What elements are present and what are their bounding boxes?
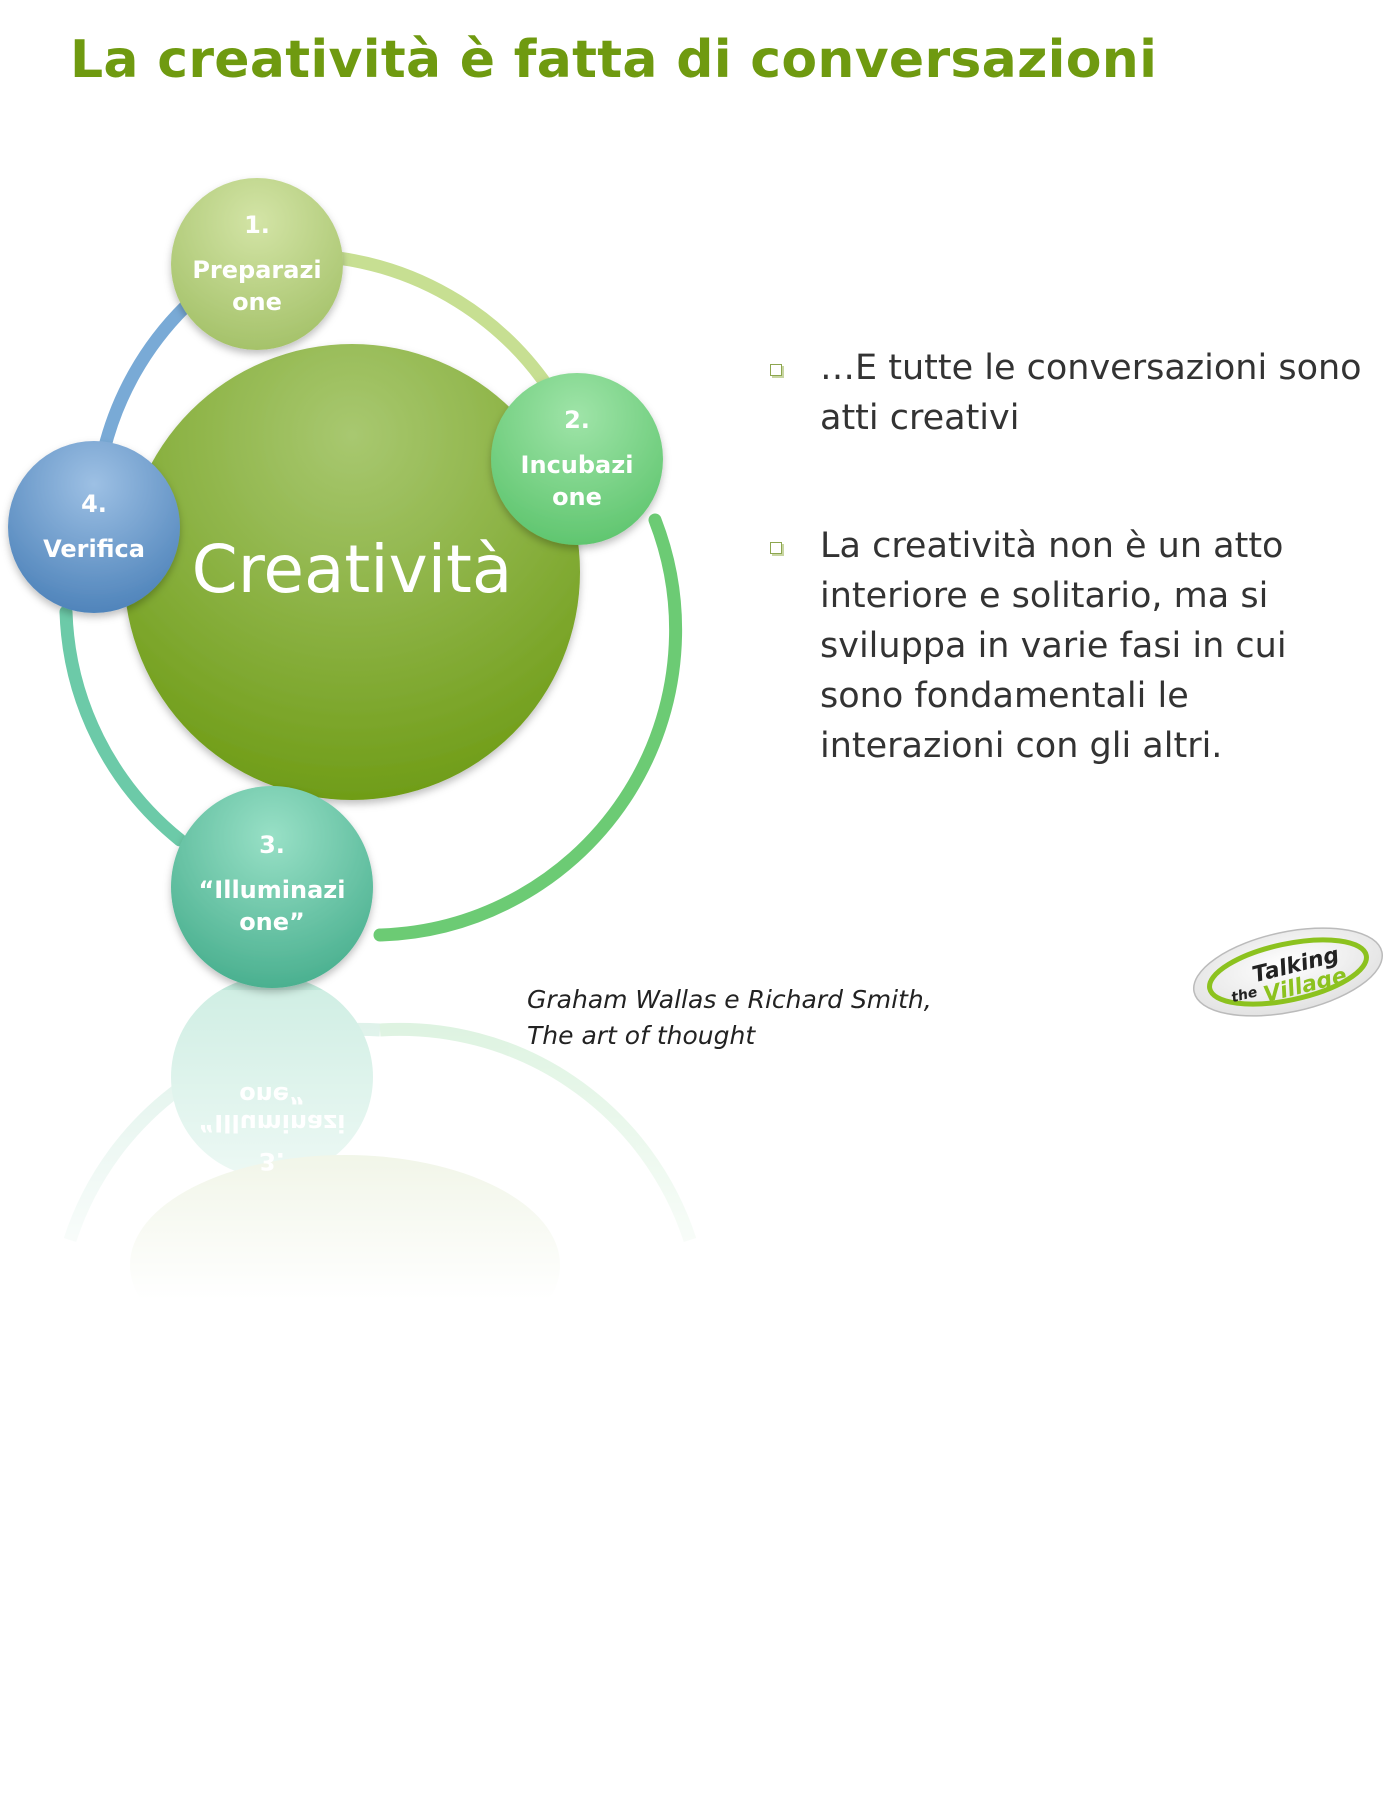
bullet-box-icon (770, 542, 782, 554)
node-number: 3. (259, 831, 285, 859)
center-label: Creatività (192, 531, 513, 608)
node-label-line1: “Illuminazi (199, 876, 346, 904)
node-label-line1: Verifica (43, 535, 145, 563)
phase-node-verifica: 4. Verifica (8, 441, 180, 613)
bullet-text: …E tutte le conversazioni sono atti crea… (820, 348, 1362, 438)
center-node: Creatività (124, 344, 580, 800)
citation: Graham Wallas e Richard Smith, The art o… (527, 982, 932, 1054)
ring-arc-4-1 (97, 300, 192, 457)
ring-arc-1-2 (331, 251, 557, 397)
ring-arc-2-3 (373, 513, 683, 942)
citation-title: The art of thought (527, 1021, 756, 1050)
node-number: 2. (564, 406, 590, 434)
creativity-cycle-diagram: one” “Illuminazi 3. Creatività 1. Prepar… (0, 178, 720, 1300)
logo-the: the (1230, 984, 1259, 1006)
bullet-text: La creatività non è un atto interiore e … (820, 526, 1287, 766)
bullet-list: …E tutte le conversazioni sono atti crea… (762, 343, 1372, 849)
bullet-item: La creatività non è un atto interiore e … (762, 521, 1372, 771)
cycle-ring (59, 251, 683, 942)
bullet-item: …E tutte le conversazioni sono atti crea… (762, 343, 1372, 443)
phase-node-illuminazione: 3. “Illuminazi one” (171, 786, 373, 988)
node-number: 4. (81, 490, 107, 518)
node-label-line2: one” (239, 908, 305, 936)
node-label-line1: Incubazi (521, 451, 634, 479)
phase-node-incubazione: 2. Incubazi one (491, 373, 663, 545)
node-label-line2: one (552, 483, 602, 511)
node-number: 1. (244, 211, 270, 239)
ring-arc-3-4 (59, 605, 187, 847)
slide-title: La creatività è fatta di conversazioni (70, 30, 1158, 90)
phase-node-preparazione: 1. Preparazi one (171, 178, 343, 350)
citation-authors: Graham Wallas e Richard Smith, (527, 985, 932, 1014)
node-label-line2: one (232, 288, 282, 316)
node-label-line1: Preparazi (192, 256, 321, 284)
bullet-box-icon (770, 364, 782, 376)
talking-village-logo: the Talking Village (1192, 927, 1384, 1017)
